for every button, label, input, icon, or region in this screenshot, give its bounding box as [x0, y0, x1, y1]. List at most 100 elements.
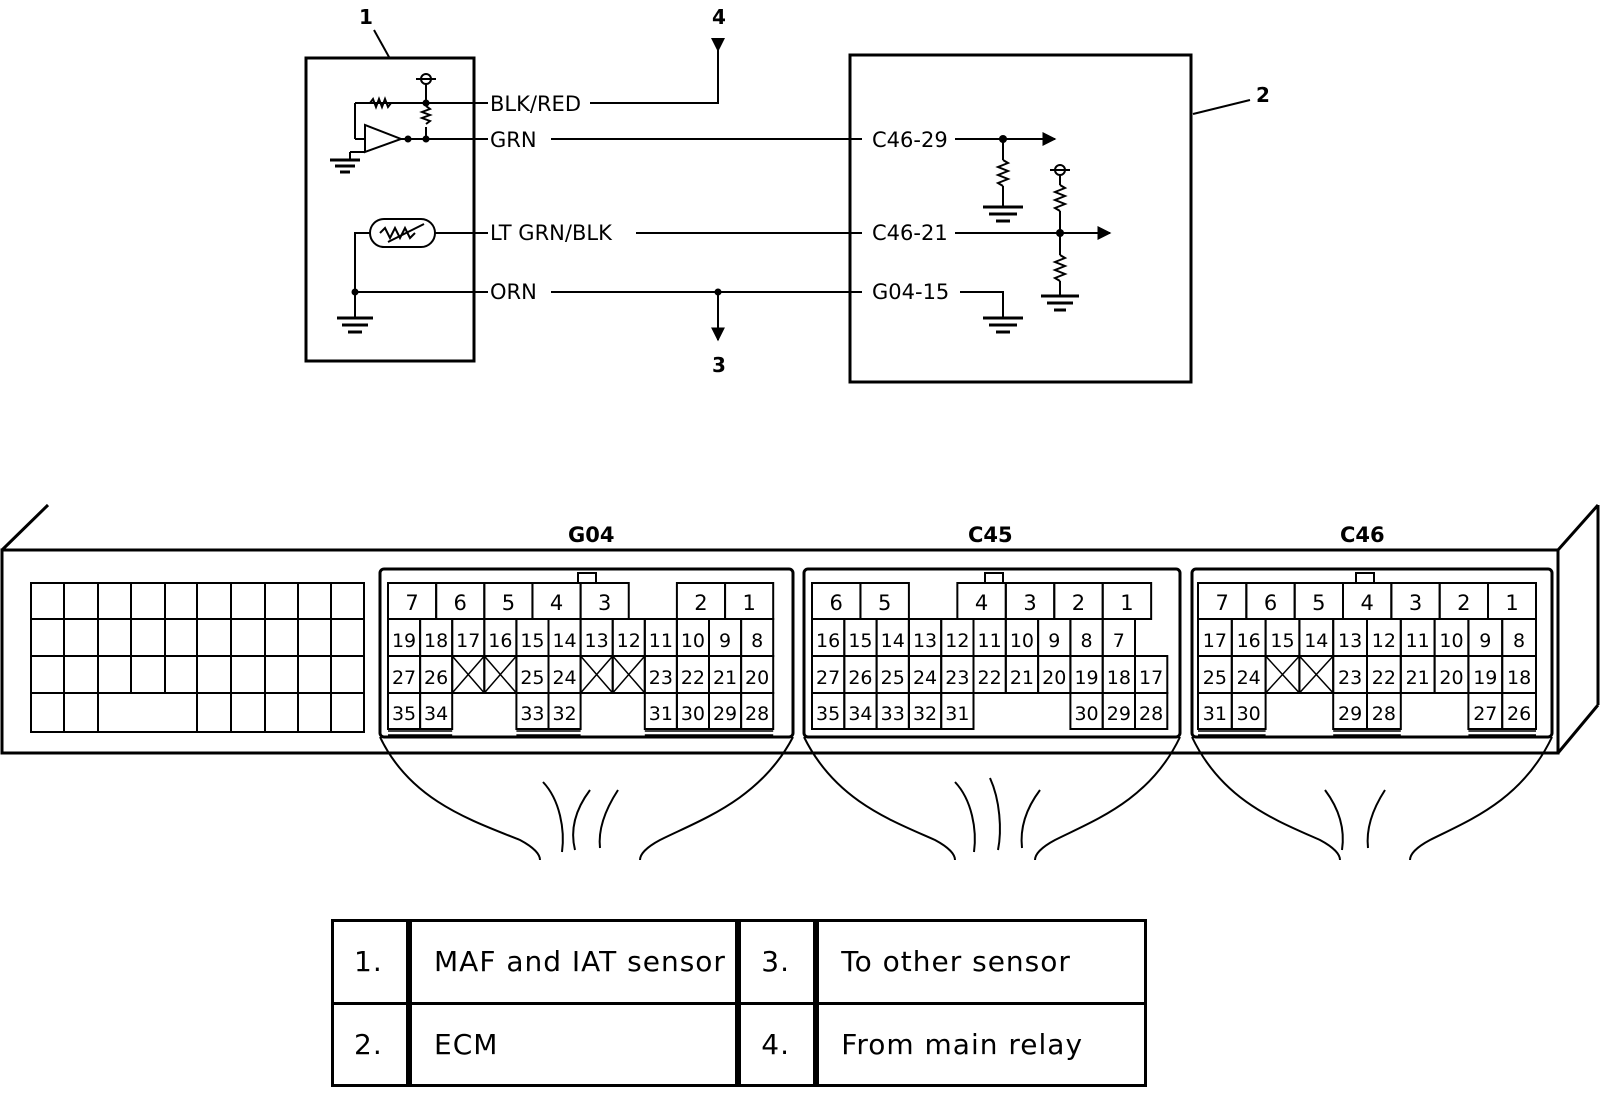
ecm-left-block	[30, 582, 365, 733]
pin-label-c45-19: 19	[1074, 667, 1098, 689]
pin-label-c46-30: 30	[1237, 703, 1261, 725]
pin-label-c45-17: 17	[1139, 667, 1163, 689]
pin-label-g04-4: 4	[550, 591, 563, 615]
pin-label-c46-28: 28	[1372, 703, 1396, 725]
pin-label-c45-27: 27	[816, 667, 840, 689]
legend-text-3: To other sensor	[813, 919, 1148, 1005]
pin-label-g04-15: 15	[520, 630, 544, 652]
legend-number-3: 3.	[735, 919, 818, 1005]
callout-2: 2	[1256, 83, 1270, 107]
pin-label-c45-26: 26	[848, 667, 872, 689]
pin-label-c46-7: 7	[1215, 591, 1228, 615]
pin-label-c46-4: 4	[1360, 591, 1373, 615]
callout-1: 1	[359, 5, 373, 29]
pin-label-c46-6: 6	[1264, 591, 1277, 615]
pin-label-c45-22: 22	[978, 667, 1002, 689]
pin-label-g04-16: 16	[488, 630, 512, 652]
resistor-icon	[369, 96, 392, 110]
pin-label-c46-8: 8	[1513, 630, 1525, 652]
pin-label-g04-2: 2	[694, 591, 707, 615]
pin-label-g04-3: 3	[598, 591, 611, 615]
ecm-box	[848, 53, 1193, 384]
maf-sensor-circuit	[330, 73, 436, 174]
pin-label-c45-14: 14	[881, 630, 905, 652]
pin-label-c45-30: 30	[1074, 703, 1098, 725]
blank-cavity-icon	[580, 655, 614, 694]
pin-label-c45-1: 1	[1120, 591, 1133, 615]
pin-label-g04-24: 24	[552, 667, 576, 689]
pin-label-c46-26: 26	[1507, 703, 1531, 725]
pin-label-c46-2: 2	[1457, 591, 1470, 615]
pin-label-c45-6: 6	[830, 591, 843, 615]
connector-name-g04: G04	[568, 523, 614, 547]
pin-label-g04-17: 17	[456, 630, 480, 652]
pin-label-c45-10: 10	[1010, 630, 1034, 652]
ecm-housing	[0, 503, 1600, 755]
pin-label-c46-9: 9	[1479, 630, 1491, 652]
pin-label-c46-12: 12	[1372, 630, 1396, 652]
pin-label-g04-5: 5	[502, 591, 515, 615]
pin-label-c46-23: 23	[1338, 667, 1362, 689]
pin-label-g04-1: 1	[742, 591, 755, 615]
pin-label-c45-20: 20	[1042, 667, 1066, 689]
pin-label-c46-17: 17	[1203, 630, 1227, 652]
pin-label-c46-5: 5	[1312, 591, 1325, 615]
pin-label-c45-4: 4	[975, 591, 988, 615]
pin-label-g04-9: 9	[719, 630, 731, 652]
callout-2-leader	[1192, 99, 1251, 115]
pin-label-g04-11: 11	[649, 630, 673, 652]
pin-label-c45-9: 9	[1048, 630, 1060, 652]
pin-label-c46-31: 31	[1203, 703, 1227, 725]
pin-cell	[940, 692, 975, 730]
pin-label-g04-13: 13	[585, 630, 609, 652]
arrow-down-icon	[711, 38, 725, 52]
wire-label-ground: ORN	[490, 280, 537, 304]
ecm-circuit	[955, 132, 1112, 334]
pin-label-c46-22: 22	[1372, 667, 1396, 689]
sensor-box	[304, 56, 476, 363]
pin-label-c45-16: 16	[816, 630, 840, 652]
blank-cavity-icon	[483, 655, 517, 694]
callout-3: 3	[712, 353, 726, 377]
legend-text-2: ECM	[405, 1001, 740, 1087]
pin-label-c46-20: 20	[1439, 667, 1463, 689]
pin-label-g04-28: 28	[745, 703, 769, 725]
pin-label-c46-14: 14	[1304, 630, 1328, 652]
pin-label-g04-34: 34	[424, 703, 448, 725]
pin-cell	[547, 692, 582, 730]
pin-label-c45-12: 12	[945, 630, 969, 652]
pin-label-c46-11: 11	[1406, 630, 1430, 652]
blank-cavity-icon	[1298, 655, 1334, 694]
legend-number-4: 4.	[735, 1001, 818, 1087]
iat-sensor-circuit	[337, 218, 488, 334]
pin-label-g04-30: 30	[681, 703, 705, 725]
pin-label-c46-27: 27	[1473, 703, 1497, 725]
pin-label-g04-31: 31	[649, 703, 673, 725]
harness-wires	[551, 40, 862, 342]
connector-g04-frame	[378, 567, 795, 739]
pin-label-c45-23: 23	[945, 667, 969, 689]
pin-label-g04-29: 29	[713, 703, 737, 725]
connector-frames	[378, 567, 1554, 739]
pin-label-c45-33: 33	[881, 703, 905, 725]
ecm-terminal-ground: G04-15	[872, 280, 949, 304]
pin-label-c45-32: 32	[913, 703, 937, 725]
blank-cavity-icon	[451, 655, 485, 694]
pin-label-g04-26: 26	[424, 667, 448, 689]
pin-label-c45-25: 25	[881, 667, 905, 689]
pin-label-c45-28: 28	[1139, 703, 1163, 725]
pin-cell	[740, 692, 775, 730]
pin-label-c45-24: 24	[913, 667, 937, 689]
wire-power	[590, 40, 719, 104]
pin-label-g04-21: 21	[713, 667, 737, 689]
pin-label-g04-27: 27	[392, 667, 416, 689]
pin-cell	[1230, 692, 1267, 730]
pin-cell	[1366, 692, 1402, 730]
connector-c46-frame	[1190, 567, 1554, 739]
legend-row: 2. ECM 4. From main relay	[331, 1001, 1148, 1087]
connector-name-c46: C46	[1340, 523, 1385, 547]
resistor-icon	[1052, 254, 1068, 282]
pin-label-c45-34: 34	[848, 703, 872, 725]
